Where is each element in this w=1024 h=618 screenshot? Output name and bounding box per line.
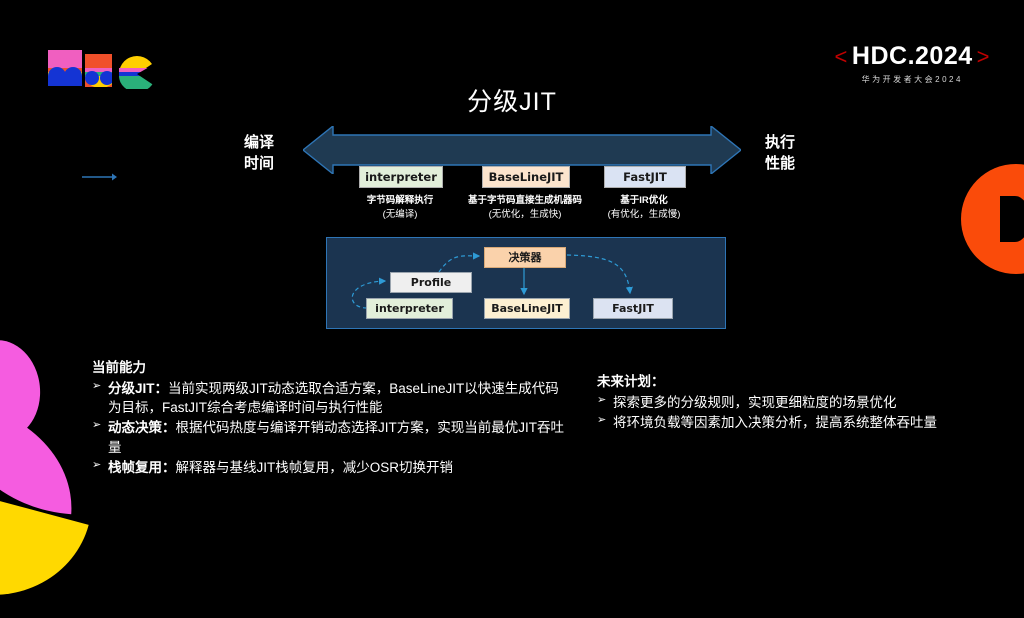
- tier-box-fastjit[interactable]: FastJIT: [604, 166, 686, 188]
- list-item: ➢ 分级JIT：当前实现两级JIT动态选取合适方案，BaseLineJIT以快速生…: [92, 379, 572, 417]
- bullet-text: 当前实现两级JIT动态选取合适方案，BaseLineJIT以快速生成代码为目标，…: [108, 381, 559, 416]
- bullet-arrow-icon: ➢: [92, 458, 102, 471]
- jit-flow-diagram: 决策器 Profile interpreter BaseLineJIT Fast…: [326, 237, 726, 329]
- mini-arrow-icon: [82, 170, 118, 184]
- hdc-event-logo: <HDC.2024> 华为开发者大会2024: [831, 44, 994, 84]
- spectrum-left-label: 编译 时间: [227, 132, 291, 174]
- flow-node-interpreter[interactable]: interpreter: [366, 298, 453, 319]
- decorative-orange-notch: [1000, 196, 1024, 242]
- page-title: 分级JIT: [467, 88, 557, 116]
- bullet-text: 探索更多的分级规则，实现更细粒度的场景优化: [613, 395, 897, 411]
- tier-caption-sub: (无编译): [382, 208, 418, 220]
- bullet-lead: 栈帧复用：: [108, 459, 176, 475]
- bullet-lead: 分级JIT：: [108, 381, 169, 397]
- bullet-arrow-icon: ➢: [92, 419, 102, 432]
- decorative-pink-petal-lower: [0, 401, 79, 515]
- tier-caption-sub: (无优化，生成快): [488, 208, 562, 220]
- bullet-text: 解释器与基线JIT栈帧复用，减少OSR切换开销: [175, 459, 454, 475]
- hdc-title-row: <HDC.2024>: [831, 44, 994, 69]
- spectrum-left-label-line1: 编译: [243, 134, 274, 151]
- mdc-logo: [48, 50, 158, 94]
- hdc-subtitle: 华为开发者大会2024: [861, 75, 963, 84]
- decorative-yellow-shape: [0, 498, 89, 618]
- future-plans-heading: 未来计划：: [597, 374, 665, 389]
- flow-node-fastjit[interactable]: FastJIT: [593, 298, 673, 319]
- flow-connectors: [351, 252, 633, 309]
- bullet-arrow-icon: ➢: [597, 414, 607, 427]
- bullet-text: 将环境负载等因素加入决策分析，提高系统整体吞吐量: [613, 415, 937, 431]
- bullet-arrow-icon: ➢: [92, 380, 102, 393]
- bullet-arrow-icon: ➢: [597, 394, 607, 407]
- flow-node-baselinejit[interactable]: BaseLineJIT: [484, 298, 570, 319]
- current-capabilities-list: ➢ 分级JIT：当前实现两级JIT动态选取合适方案，BaseLineJIT以快速生…: [92, 379, 572, 477]
- current-capabilities-section: 当前能力 ➢ 分级JIT：当前实现两级JIT动态选取合适方案，BaseLineJI…: [92, 358, 572, 478]
- tier-caption-head: 基于字节码直接生成机器码: [467, 195, 582, 206]
- spectrum-right-label-line1: 执行: [764, 134, 795, 151]
- flow-node-profile[interactable]: Profile: [390, 272, 472, 293]
- hdc-title: HDC.2024: [851, 42, 973, 70]
- flow-node-decider[interactable]: 决策器: [484, 247, 566, 268]
- future-plans-list: ➢ 探索更多的分级规则，实现更细粒度的场景优化 ➢ 将环境负载等因素加入决策分析，提…: [597, 393, 997, 432]
- bullet-text: 根据代码热度与编译开销动态选择JIT方案，实现当前最优JIT吞吐量: [108, 420, 564, 455]
- tier-box-interpreter[interactable]: interpreter: [359, 166, 443, 188]
- bracket-left-icon: <: [834, 44, 848, 69]
- tier-caption-baselinejit: 基于字节码直接生成机器码 (无优化，生成快): [455, 194, 595, 222]
- tier-caption-interpreter: 字节码解释执行 (无编译): [338, 194, 462, 222]
- list-item: ➢ 将环境负载等因素加入决策分析，提高系统整体吞吐量: [597, 413, 997, 432]
- spectrum-right-label-line2: 性能: [764, 155, 795, 172]
- future-plans-section: 未来计划： ➢ 探索更多的分级规则，实现更细粒度的场景优化 ➢ 将环境负载等因素加入…: [597, 372, 997, 433]
- tier-caption-head: 字节码解释执行: [366, 195, 434, 206]
- spectrum-right-label: 执行 性能: [748, 132, 812, 174]
- tier-box-baselinejit[interactable]: BaseLineJIT: [482, 166, 570, 188]
- spectrum-left-label-line2: 时间: [243, 155, 274, 172]
- tier-caption-sub: (有优化，生成慢): [607, 208, 681, 220]
- tier-caption-fastjit: 基于IR优化 (有优化，生成慢): [590, 194, 698, 222]
- list-item: ➢ 动态决策：根据代码热度与编译开销动态选择JIT方案，实现当前最优JIT吞吐量: [92, 418, 572, 456]
- current-capabilities-heading: 当前能力: [92, 360, 146, 375]
- bracket-right-icon: >: [976, 44, 990, 69]
- list-item: ➢ 探索更多的分级规则，实现更细粒度的场景优化: [597, 393, 997, 412]
- tier-caption-head: 基于IR优化: [620, 195, 668, 206]
- bullet-lead: 动态决策：: [108, 420, 176, 436]
- list-item: ➢ 栈帧复用：解释器与基线JIT栈帧复用，减少OSR切换开销: [92, 458, 572, 477]
